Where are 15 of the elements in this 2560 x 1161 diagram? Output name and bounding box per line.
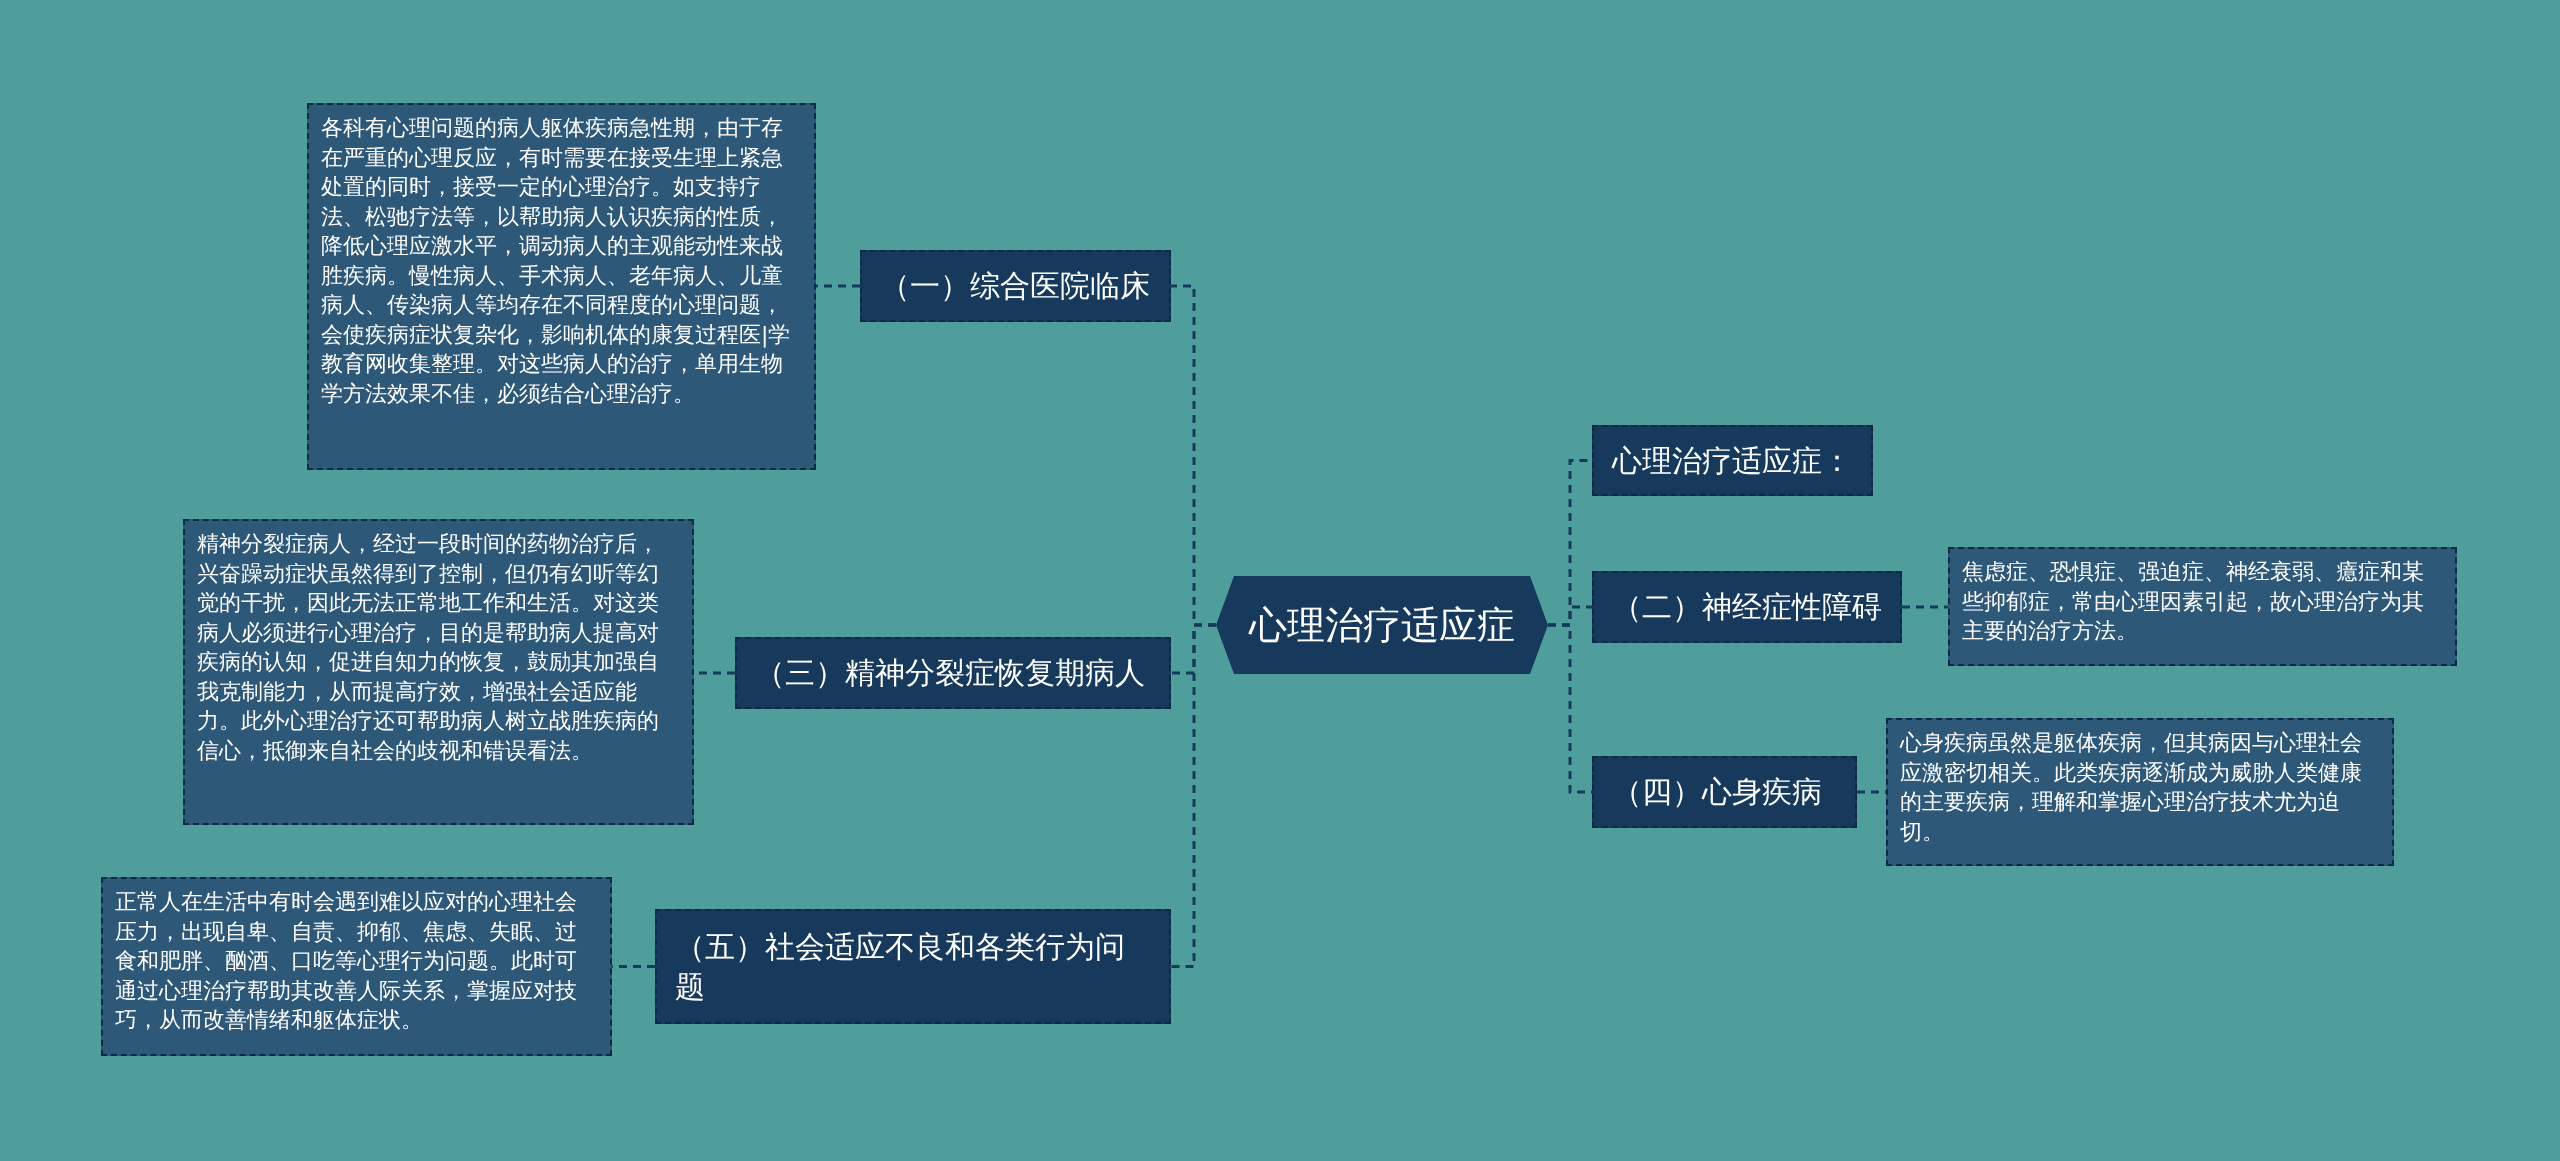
topic-box: （四）心身疾病 bbox=[1592, 756, 1857, 828]
note-box: 精神分裂症病人，经过一段时间的药物治疗后，兴奋躁动症状虽然得到了控制，但仍有幻听等幻觉的干扰，因此无法正常地工作和生活。对这类病人必须进行心理治疗，目的是帮助病人提高对疾病的认知，促进自知力的恢复，鼓励其加强自我克制能力，从而提高疗效，增强社会适应能力。此外心理治疗还可帮助病人树立战胜疾病的信心，抵御来自社会的歧视和错误看法。 bbox=[183, 519, 694, 825]
connector bbox=[1902, 605, 1948, 609]
connector bbox=[1171, 623, 1216, 968]
topic-box: （三）精神分裂症恢复期病人 bbox=[735, 637, 1171, 709]
note-box: 焦虑症、恐惧症、强迫症、神经衰弱、癔症和某些抑郁症，常由心理因素引起，故心理治疗为其主要的治疗方法。 bbox=[1948, 547, 2457, 666]
note-box: 心身疾病虽然是躯体疾病，但其病因与心理社会应激密切相关。此类疾病逐渐成为威胁人类健康的主要疾病，理解和掌握心理治疗技术尤为迫切。 bbox=[1886, 718, 2394, 866]
central-topic: 心理治疗适应症 bbox=[1216, 576, 1548, 674]
topic-box: （二）神经症性障碍 bbox=[1592, 571, 1902, 643]
note-box: 各科有心理问题的病人躯体疾病急性期，由于存在严重的心理反应，有时需要在接受生理上紧急处置的同时，接受一定的心理治疗。如支持疗法、松驰疗法等，以帮助病人认识疾病的性质，降低心理应激水平，调动病人的主观能动性来战胜疾病。慢性病人、手术病人、老年病人、儿童病人、传染病人等均存在不同程度的心理问题，会使疾病症状复杂化，影响机体的康复过程医|学教育网收集整理。对这些病人的治疗，单用生物学方法效果不佳，必须结合心理治疗。 bbox=[307, 103, 816, 470]
note-box: 正常人在生活中有时会遇到难以应对的心理社会压力，出现自卑、自责、抑郁、焦虑、失眠、过食和肥胖、酗酒、口吃等心理行为问题。此时可通过心理治疗帮助其改善人际关系，掌握应对技巧，从而改善情绪和躯体症状。 bbox=[101, 877, 612, 1056]
topic-box: （五）社会适应不良和各类行为问题 bbox=[655, 909, 1171, 1024]
topic-box: 心理治疗适应症： bbox=[1592, 425, 1873, 496]
connector bbox=[816, 284, 860, 288]
topic-box: （一）综合医院临床 bbox=[860, 250, 1171, 322]
